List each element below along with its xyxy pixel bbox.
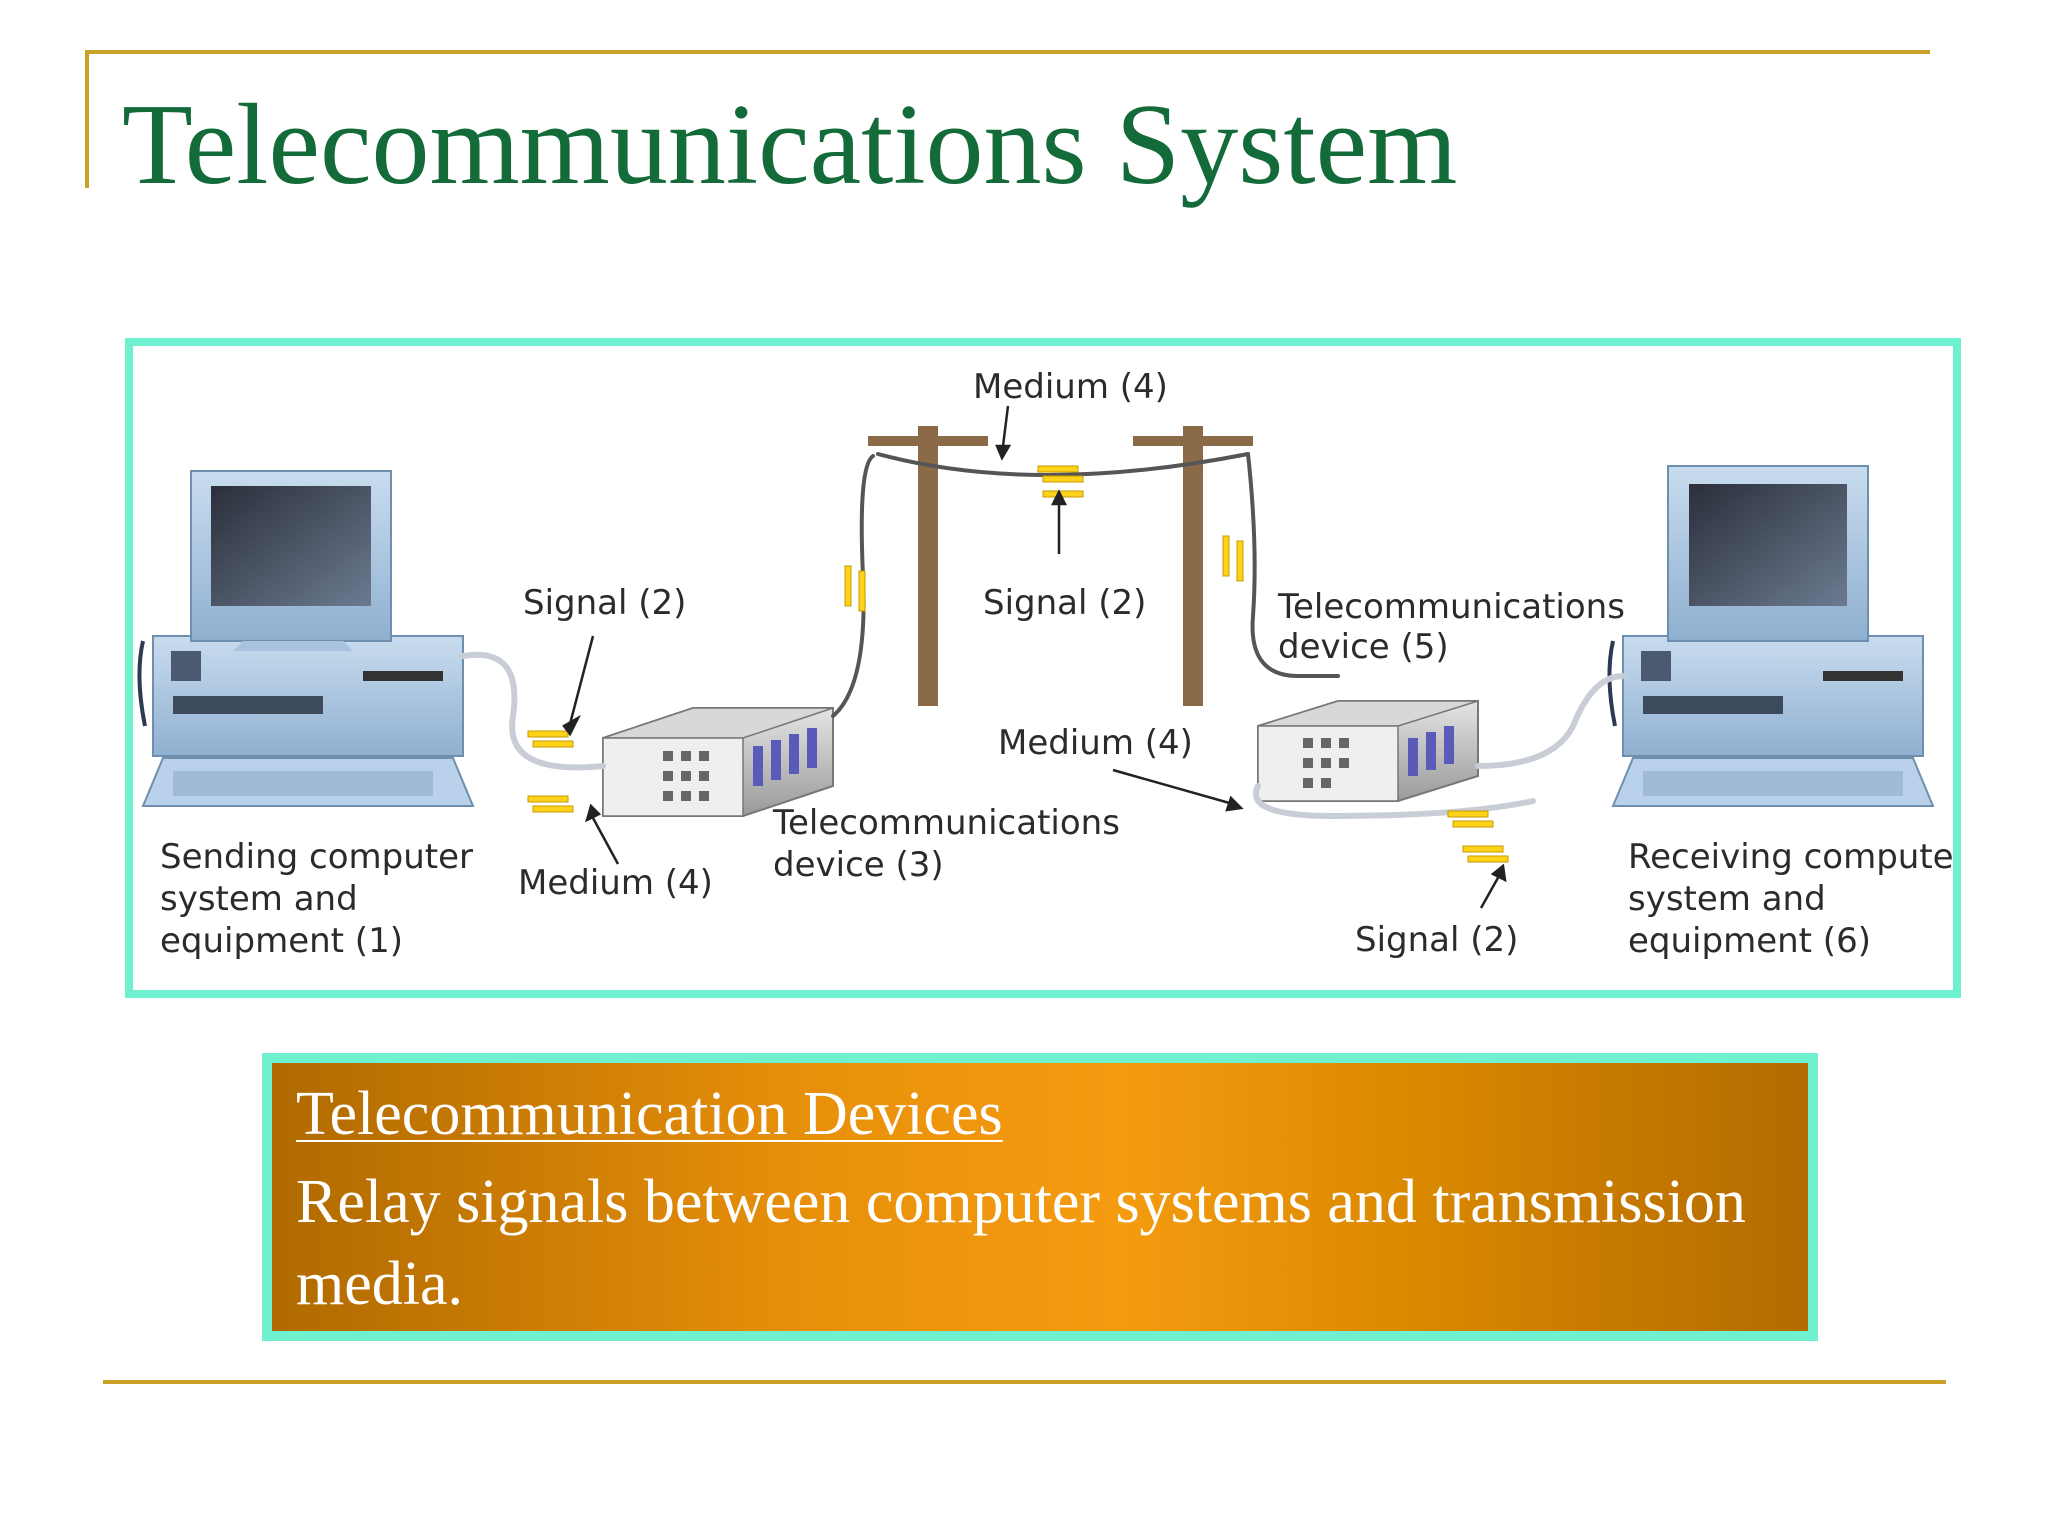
top-rule: [85, 50, 1930, 54]
bottom-rule: [103, 1380, 1946, 1384]
label-telecom-device-3-line2: device (3): [773, 845, 944, 885]
callout-body: Relay signals between computer systems a…: [296, 1168, 1746, 1318]
utility-poles: [868, 426, 1253, 706]
slide-title: Telecommunications System: [122, 81, 1458, 209]
callout-box: Telecommunication Devices Relay signals …: [262, 1053, 1818, 1341]
label-receiving-line2: system and: [1628, 879, 1826, 919]
transmission-cables: [460, 452, 1626, 820]
label-receiving-line1: Receiving computer: [1628, 837, 1953, 877]
left-rule: [85, 50, 89, 188]
label-telecom-device-5-line2: device (5): [1278, 627, 1449, 667]
label-sending-line3: equipment (1): [160, 921, 403, 961]
label-signal-right: Signal (2): [1355, 920, 1518, 960]
label-medium-left: Medium (4): [518, 863, 713, 903]
telecom-diagram-illustration: Medium (4) Signal (2) Signal (2) Telecom…: [137, 367, 1953, 961]
telecom-diagram: Medium (4) Signal (2) Signal (2) Telecom…: [125, 338, 1961, 998]
telecom-device-3: [602, 707, 834, 817]
receiving-computer: [1607, 465, 1935, 807]
signal-markers: [527, 465, 1509, 863]
label-sending-line1: Sending computer: [160, 837, 473, 877]
diagram-labels: Medium (4) Signal (2) Signal (2) Telecom…: [160, 367, 1953, 961]
label-telecom-device-5-line1: Telecommunications: [1277, 587, 1625, 627]
label-telecom-device-3-line1: Telecommunications: [772, 803, 1120, 843]
callout-heading: Telecommunication Devices: [296, 1080, 1003, 1148]
label-sending-line2: system and: [160, 879, 358, 919]
callout-arrows: [562, 405, 1507, 909]
label-receiving-line3: equipment (6): [1628, 921, 1871, 961]
label-medium-top: Medium (4): [973, 367, 1168, 407]
telecom-device-5: [1257, 700, 1479, 802]
label-signal-left: Signal (2): [523, 583, 686, 623]
label-medium-mid: Medium (4): [998, 723, 1193, 763]
sending-computer: [137, 470, 475, 807]
label-signal-mid: Signal (2): [983, 583, 1146, 623]
